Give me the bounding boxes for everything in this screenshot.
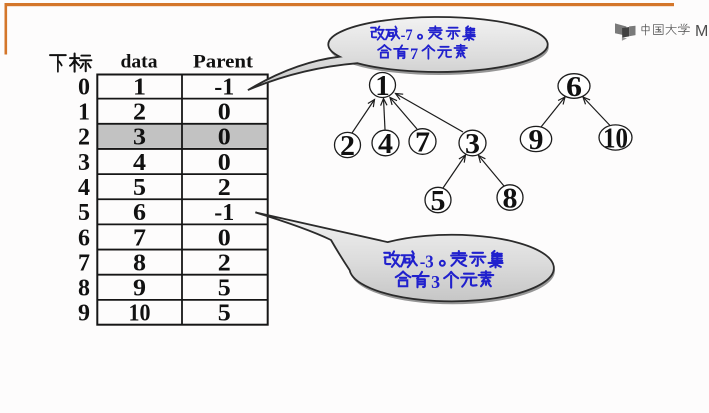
svg-text:-7: -7 [401,27,413,44]
svg-text:5: 5 [133,175,146,201]
svg-text:data: data [121,52,159,73]
svg-text:7: 7 [133,225,146,251]
svg-text:0: 0 [218,150,231,176]
svg-text:2: 2 [133,100,146,126]
svg-text:9: 9 [529,124,544,156]
svg-text:0: 0 [218,100,231,126]
svg-text:7: 7 [415,127,430,159]
svg-text:6: 6 [566,71,582,103]
svg-text:4: 4 [78,175,90,201]
svg-text:4: 4 [133,150,146,176]
svg-text:0: 0 [218,225,231,251]
svg-text:-3: -3 [420,251,434,271]
svg-text:M: M [695,23,708,40]
svg-text:2: 2 [78,125,90,151]
svg-text:8: 8 [133,250,146,276]
svg-text:8: 8 [503,183,518,215]
svg-text:5: 5 [218,276,231,302]
svg-text:3: 3 [465,128,480,160]
svg-text:3: 3 [431,272,440,292]
svg-text:7: 7 [410,46,418,63]
svg-text:1: 1 [78,100,90,126]
svg-text:-1: -1 [214,200,234,226]
svg-text:7: 7 [78,250,90,276]
svg-text:10: 10 [129,301,151,327]
svg-text:1: 1 [133,74,146,100]
svg-text:2: 2 [340,130,355,162]
svg-text:5: 5 [431,185,446,217]
svg-text:5: 5 [218,301,231,327]
svg-text:-1: -1 [214,74,234,100]
svg-text:5: 5 [78,200,90,226]
svg-text:2: 2 [218,250,231,276]
svg-text:4: 4 [378,128,393,160]
svg-text:3: 3 [78,150,90,176]
svg-text:1: 1 [375,70,390,102]
svg-text:9: 9 [133,276,146,302]
svg-text:9: 9 [78,301,90,327]
svg-text:Parent: Parent [193,52,254,73]
svg-text:8: 8 [78,276,90,302]
svg-text:6: 6 [133,200,146,226]
svg-text:10: 10 [603,123,628,155]
svg-text:3: 3 [133,125,146,151]
svg-text:6: 6 [78,225,90,251]
svg-text:0: 0 [78,74,90,100]
svg-text:2: 2 [218,175,231,201]
svg-text:0: 0 [218,125,231,151]
